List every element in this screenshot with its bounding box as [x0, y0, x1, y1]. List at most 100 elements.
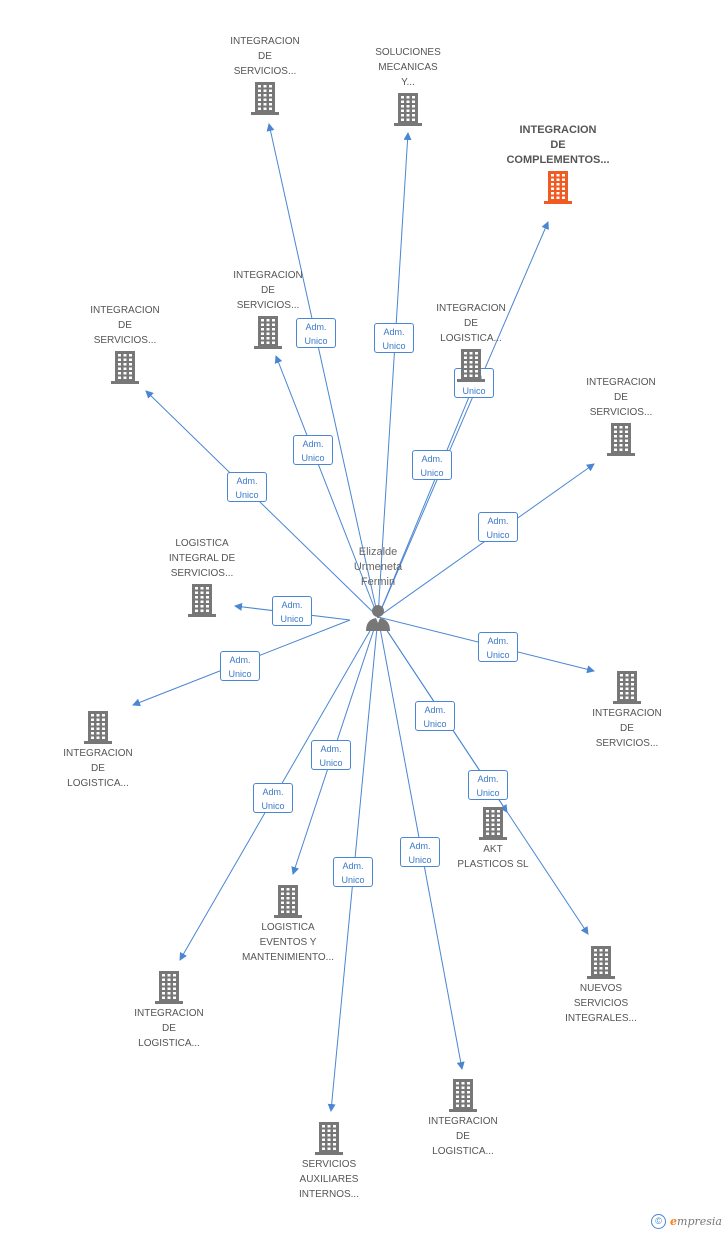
- role-badge-n7[interactable]: Adm. Unico: [478, 512, 518, 542]
- role-text: Adm.: [477, 774, 499, 784]
- company-name-line: INTEGRACION: [230, 36, 300, 47]
- company-name-line: COMPLEMENTOS...: [506, 154, 610, 166]
- role-text: Adm.: [487, 516, 509, 526]
- role-text: Adm.: [424, 705, 446, 715]
- person-icon[interactable]: [364, 603, 392, 636]
- role-text: Adm.: [421, 454, 443, 464]
- role-text: Unico: [486, 530, 510, 540]
- company-name-line: DE: [464, 318, 478, 329]
- edge-n4: [274, 355, 379, 618]
- company-name-line: AUXILIARES: [299, 1174, 359, 1185]
- company-name-line: INTEGRACION: [436, 303, 506, 314]
- building-icon: [208, 315, 328, 349]
- company-name-line: MECANICAS: [378, 62, 438, 73]
- role-text: Adm.: [229, 655, 251, 665]
- company-node-n5[interactable]: INTEGRACION DE SERVICIOS...: [65, 303, 185, 386]
- company-name-line: SERVICIOS...: [170, 568, 234, 579]
- company-name-line: SERVICIOS: [301, 1159, 357, 1170]
- company-name-line: INTEGRACION: [519, 124, 597, 136]
- company-name-line: SERVICIOS...: [589, 407, 653, 418]
- role-badge-n14[interactable]: Adm.Unico: [253, 783, 293, 813]
- company-name-line: INTEGRACION: [428, 1116, 498, 1127]
- company-name-line: INTEGRACION: [90, 305, 160, 316]
- center-person-name[interactable]: Elizalde Urmeneta Fermin: [318, 545, 438, 590]
- edge-n1: [266, 123, 379, 618]
- company-name-line: INTEGRACION: [134, 1008, 204, 1019]
- company-name-line: LOGISTICA: [175, 538, 229, 549]
- role-badge-n2[interactable]: Adm.Unico: [374, 323, 414, 353]
- role-text: Adm.: [236, 476, 258, 486]
- company-name-line: SERVICIOS...: [93, 335, 157, 346]
- company-node-n2[interactable]: SOLUCIONES MECANICAS Y...: [348, 45, 468, 128]
- building-icon: [498, 170, 618, 204]
- building-icon: [109, 970, 229, 1004]
- role-badge-n9[interactable]: Adm.Unico: [478, 632, 518, 662]
- building-icon: [561, 422, 681, 456]
- company-name-line: LOGISTICA: [261, 922, 315, 933]
- edge-n6: [377, 379, 478, 618]
- company-name: INTEGRACION DE SERVICIOS...: [65, 303, 185, 348]
- role-badge-n8[interactable]: Adm.Unico: [272, 596, 312, 626]
- company-name-line: DE: [162, 1023, 176, 1034]
- company-node-n6[interactable]: INTEGRACION DE LOGISTICA...: [411, 301, 531, 384]
- company-name: INTEGRACION DE LOGISTICA...: [109, 1006, 229, 1051]
- role-badge-n15[interactable]: Adm.Unico: [400, 837, 440, 867]
- company-node-n14[interactable]: INTEGRACION DE LOGISTICA...: [109, 968, 229, 1051]
- role-text: Adm.: [302, 439, 324, 449]
- edge-n5: [145, 390, 379, 618]
- role-text: Unico: [408, 855, 432, 865]
- role-text: Adm.: [305, 322, 327, 332]
- role-badge-n13[interactable]: Adm.Unico: [415, 701, 455, 731]
- company-name-line: LOGISTICA...: [432, 1146, 494, 1157]
- role-badge-n4[interactable]: Adm.Unico: [293, 435, 333, 465]
- building-icon: [142, 583, 262, 617]
- company-name-line: DE: [118, 320, 132, 331]
- company-name-line: LOGISTICA...: [67, 778, 129, 789]
- role-badge-n5[interactable]: Adm.Unico: [227, 472, 267, 502]
- role-text: Unico: [420, 468, 444, 478]
- company-name-line: LOGISTICA...: [440, 333, 502, 344]
- role-badge-n10[interactable]: Adm.Unico: [220, 651, 260, 681]
- building-icon: [411, 348, 531, 382]
- company-name-line: SERVICIOS...: [595, 738, 659, 749]
- center-name-line-2: Urmeneta: [353, 561, 403, 573]
- company-name-line: LOGISTICA...: [138, 1038, 200, 1049]
- building-icon: [269, 1121, 389, 1155]
- building-icon: [228, 884, 348, 918]
- building-icon: [38, 710, 158, 744]
- company-name-line: Y...: [401, 77, 415, 88]
- role-badge-n11[interactable]: Adm.Unico: [468, 770, 508, 800]
- role-badge-n1[interactable]: Adm.Unico: [296, 318, 336, 348]
- role-badge-n12[interactable]: Adm.Unico: [311, 740, 351, 770]
- company-name-line: DE: [261, 285, 275, 296]
- company-name-line: SOLUCIONES: [375, 47, 441, 58]
- role-badge-n16[interactable]: Adm.Unico: [333, 857, 373, 887]
- company-name-line: DE: [550, 139, 566, 151]
- footer-brand[interactable]: © empresia: [651, 1214, 722, 1229]
- center-name-line-3: Fermin: [360, 576, 396, 588]
- company-name-line: PLASTICOS SL: [457, 859, 529, 870]
- company-node-n3[interactable]: INTEGRACION DE COMPLEMENTOS...: [498, 123, 618, 206]
- center-name-line-1: Elizalde: [358, 546, 398, 558]
- role-badge-n6[interactable]: Adm. Unico: [412, 450, 452, 480]
- company-name-line: NUEVOS: [579, 983, 623, 994]
